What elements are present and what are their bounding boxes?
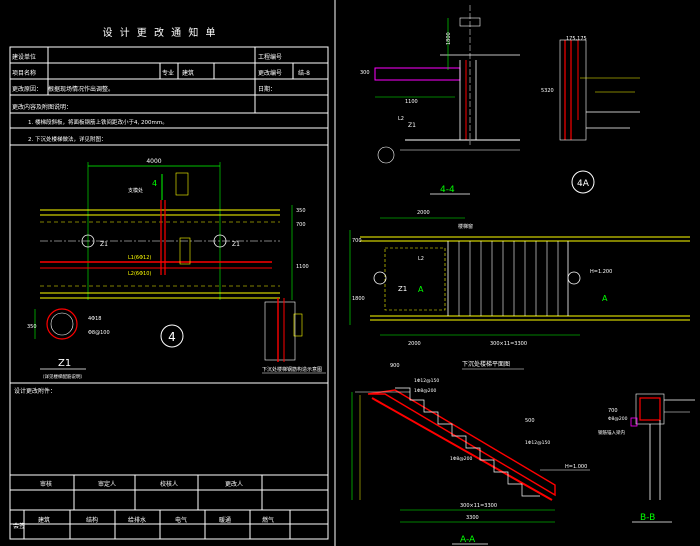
form-title: 设 计 更 改 通 知 单: [102, 26, 217, 39]
plan-note: 楼梯窗: [458, 223, 473, 230]
stair-plan: 2000 Z1 A A L2 楼梯窗 H=1.200 700 1800: [349, 210, 690, 370]
bb-note: 钢筋锚入梁内: [598, 429, 625, 436]
z1-note: （详见楼梯配筋说明）: [40, 373, 85, 380]
dim-1100: 1100: [405, 99, 418, 105]
plan-dim-left-0: 700: [352, 238, 362, 244]
dim-right-0: 350: [296, 208, 306, 214]
plan-z1: Z1: [398, 285, 407, 293]
bb-rebar: Φ8@200: [608, 416, 628, 422]
change-notice-form: [9, 46, 329, 540]
plan-dim-bottom-1: 300×11=3300: [490, 341, 527, 347]
aa-rebar-3: 1Φ8@200: [450, 456, 472, 462]
col-z1-a: Z1: [100, 241, 108, 248]
circle-dim: 350: [27, 324, 37, 330]
aa-level: H=1.000: [565, 464, 587, 470]
label-specialty: 专业: [162, 69, 174, 77]
item-1: 1. 楼梯段斜板，将面板钢筋上铁间距改小于4, 200mm。: [28, 118, 168, 126]
z1-label: Z1: [58, 358, 71, 369]
content-label: 更改内容及附图说明：: [12, 103, 72, 111]
plan-label-a-right: A: [602, 294, 608, 303]
plan-l2: L2: [418, 256, 424, 262]
label-l2-44: L2: [398, 116, 404, 122]
aa-dim-top-0: 900: [390, 363, 400, 369]
value-specialty: 建筑: [182, 69, 194, 77]
footer-col-2: 给排水: [128, 516, 146, 524]
section-44-caption: 4-4: [440, 185, 455, 195]
plan-caption: 下沉处楼梯平面图: [462, 360, 510, 368]
footer-col-5: 燃气: [262, 516, 274, 524]
small-detail-label: 下沉处楼梯钢筋构造示意图: [262, 366, 322, 373]
label-change-no: 更改编号: [258, 69, 282, 77]
aa-dim-bottom-1: 3300: [466, 515, 479, 521]
footer-col-1: 结构: [86, 516, 98, 524]
label-project-name: 项目名称: [12, 69, 36, 77]
plan-dim-bottom-0: 2000: [408, 341, 421, 347]
dim-175: 175,175: [566, 36, 587, 42]
label-project-no: 工程编号: [258, 53, 282, 61]
sign-label-1: 审定人: [98, 480, 116, 488]
dim-right-2: 1100: [296, 264, 309, 270]
plan-label-a-left: A: [418, 285, 424, 294]
label-date: 日期：: [258, 85, 276, 93]
aa-rebar-1: 1Φ8@200: [414, 388, 436, 394]
dim-top: 4000: [146, 158, 161, 165]
label-project-unit: 建设单位: [12, 53, 36, 61]
bb-dim: 700: [608, 408, 618, 414]
item-2: 2. 下沉处楼梯做法，详见附图：: [28, 135, 107, 143]
label-z1-44: Z1: [408, 122, 416, 129]
aa-rebar-0: 1Φ12@150: [414, 378, 439, 384]
section-mark-4: 4: [152, 179, 157, 188]
sign-label-3: 更改人: [225, 480, 243, 488]
dim-1800: 1800: [446, 32, 452, 45]
value-reason: 根据现场情况作出调整。: [48, 85, 114, 93]
section-4a: 175,175 5320 4A: [541, 36, 640, 194]
sign-label-2: 校核人: [160, 480, 178, 488]
stair-treads: [458, 241, 559, 316]
circle-tie: Φ8@100: [88, 330, 110, 336]
remarks-label: 设计更改附件：: [14, 387, 56, 395]
col-z1-b: Z1: [232, 241, 240, 248]
sign-label-0: 审核: [40, 480, 52, 488]
dim-5320: 5320: [541, 88, 554, 94]
beam-label-2: L2(6Φ10): [128, 271, 151, 277]
dim-300: 300: [360, 70, 370, 76]
section-b-b: 700 Φ8@200 钢筋锚入梁内 B-B: [598, 393, 695, 523]
footer-col-0: 建筑: [38, 516, 50, 524]
beam-label-1: L1(6Φ12): [128, 255, 151, 261]
note-tag: 支模处: [128, 187, 143, 194]
beam-plan-drawing: 4000 4 Z1 Z1 支模处 350 700 1100 L1(6Φ12): [27, 158, 326, 380]
circle-rebar: 4Φ18: [88, 316, 101, 322]
value-change-no: 结-8: [298, 69, 310, 77]
footer-label: 会签: [13, 522, 25, 530]
aa-caption: A-A: [460, 535, 476, 545]
label-reason: 更改原因：: [12, 85, 42, 93]
aa-dim-top-1: 500: [525, 418, 535, 424]
plan-label-h: H=1.200: [590, 269, 612, 275]
aa-dim-bottom-0: 300×11=3300: [460, 503, 497, 509]
form-border: [9, 46, 329, 540]
footer-col-4: 暖通: [219, 516, 231, 524]
plan-dim-left-1: 1800: [352, 296, 365, 302]
section-4a-caption: 4A: [577, 179, 590, 189]
dim-right-1: 700: [296, 222, 306, 228]
plan-dim-top: 2000: [417, 210, 430, 216]
section-4-4: 1800 300 1100 Z1 L2 4-4: [360, 5, 520, 195]
section-no: 4: [168, 330, 176, 344]
bb-caption: B-B: [640, 513, 655, 523]
footer-col-3: 电气: [175, 516, 187, 524]
aa-rebar-2: 1Φ12@150: [525, 440, 550, 446]
section-a-a: 900 500 1Φ12@150 1Φ8@200 1Φ12@150 1Φ8@20…: [351, 363, 590, 545]
